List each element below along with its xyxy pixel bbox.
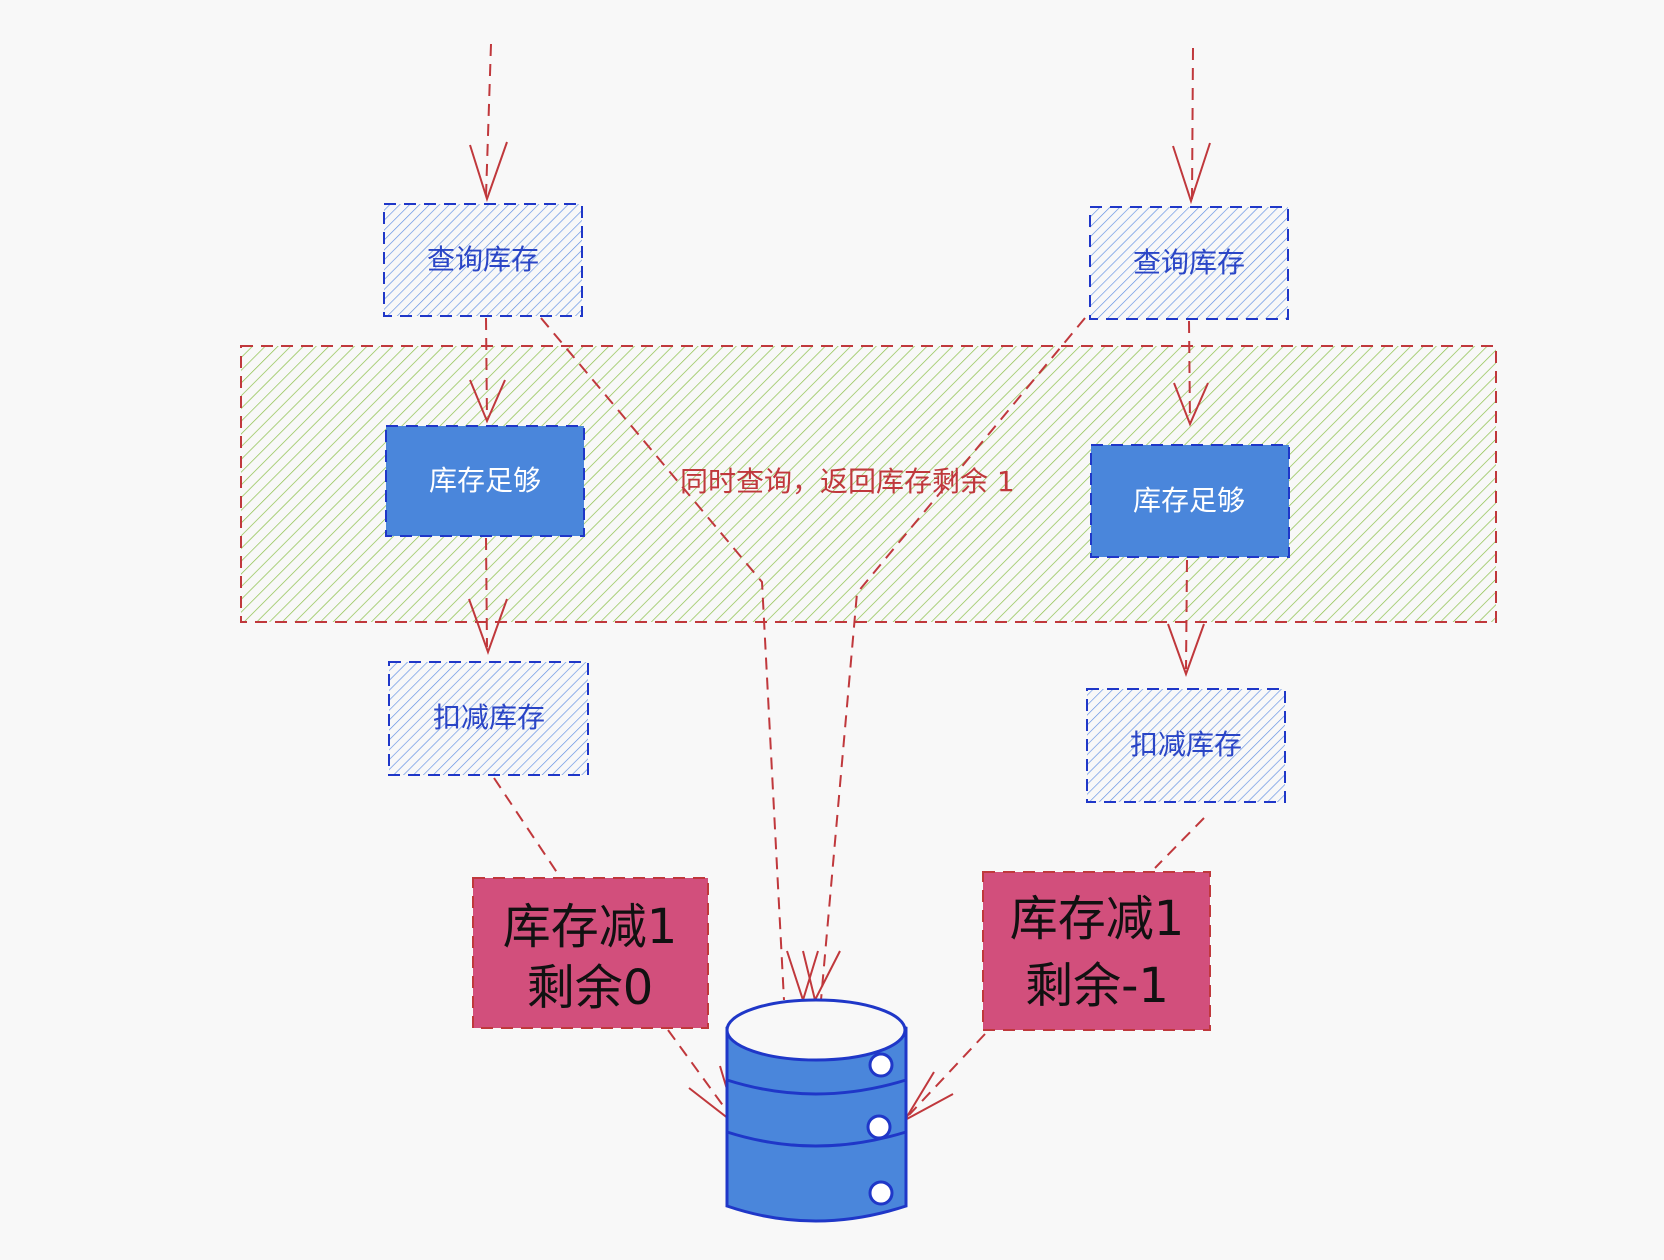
- left-entry-arrowhead: [469, 141, 508, 203]
- right-deduct-step: [1086, 688, 1286, 803]
- right-query-to-check-arrowhead: [1173, 382, 1209, 427]
- right-result-line-1: 库存减1: [1010, 891, 1185, 947]
- right-flow: 查询库存 库存足够 扣减库存 库存减1 剩余-1: [902, 47, 1290, 1123]
- right-query-label: 查询库存: [1133, 246, 1245, 279]
- left-check-to-deduct-arrow: [485, 537, 488, 648]
- left-result-box: [472, 877, 709, 1029]
- right-deduct-to-result-line: [1154, 817, 1205, 869]
- left-query-step: [383, 203, 583, 317]
- right-entry-arrow: [1191, 47, 1194, 200]
- left-deduct-step: [388, 661, 589, 776]
- left-result-to-db-arrow: [667, 1029, 736, 1123]
- right-result-box: [982, 871, 1211, 1031]
- right-result-line-2: 剩余-1: [1025, 958, 1169, 1014]
- database-icon: [725, 998, 908, 1223]
- left-query-to-check-arrowhead: [469, 379, 506, 424]
- right-query-to-check-arrow: [1188, 320, 1191, 423]
- left-result-line-2: 剩余0: [527, 960, 654, 1016]
- left-deduct-label: 扣减库存: [433, 701, 545, 734]
- db-query-arrowheads-2: [802, 950, 841, 1003]
- left-check-to-deduct-arrowhead: [468, 598, 508, 655]
- right-check-to-deduct-arrowhead: [1167, 623, 1205, 677]
- right-entry-arrowhead: [1172, 142, 1211, 205]
- right-query-to-db-line: [820, 317, 1086, 1001]
- left-deduct-to-result-line: [493, 777, 559, 875]
- overlap-note: 同时查询，返回库存剩余 1: [680, 465, 1015, 498]
- right-check-label: 库存足够: [1133, 484, 1245, 517]
- right-check-step: [1090, 444, 1290, 558]
- right-query-step: [1089, 206, 1289, 320]
- left-query-to-check-arrow: [485, 317, 488, 421]
- left-entry-arrow: [485, 43, 492, 197]
- right-deduct-label: 扣减库存: [1130, 728, 1242, 761]
- left-check-step: [385, 425, 585, 537]
- right-result-to-db-arrow: [908, 1033, 986, 1116]
- left-result-line-1: 库存减1: [503, 899, 678, 955]
- right-check-to-deduct-arrow: [1185, 559, 1188, 670]
- left-flow: 查询库存 库存足够 扣减库存 库存减1 剩余0: [383, 43, 740, 1129]
- left-query-label: 查询库存: [427, 243, 539, 276]
- left-query-to-db-line: [540, 317, 785, 1001]
- left-check-label: 库存足够: [429, 464, 541, 497]
